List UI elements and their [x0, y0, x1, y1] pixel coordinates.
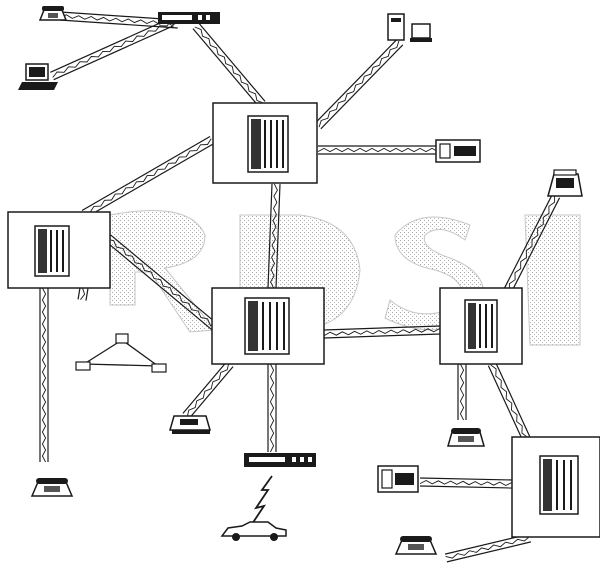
- computer-icon: [387, 13, 432, 42]
- transmission-link: [457, 363, 467, 421]
- transmission-link: [105, 234, 219, 332]
- computer-icon: [18, 63, 58, 90]
- lan-network-icon: [75, 333, 167, 373]
- exchange-cabinet-icon: [539, 455, 579, 515]
- transmission-link: [192, 23, 266, 107]
- telephone-icon: [38, 6, 68, 21]
- transmission-link: [39, 287, 49, 463]
- modem-icon: [244, 453, 316, 467]
- transmission-link: [503, 193, 561, 293]
- exchange-cabinet-icon: [34, 225, 70, 277]
- telephone-icon: [447, 428, 485, 447]
- transmission-link: [444, 533, 532, 563]
- transmission-link: [50, 17, 174, 81]
- fax-icon: [547, 169, 583, 197]
- transmission-link: [77, 287, 89, 301]
- transmission-link: [487, 362, 531, 440]
- switching-centre-top: [212, 102, 318, 184]
- transmission-link: [267, 183, 281, 289]
- exchange-cabinet-icon: [244, 297, 290, 355]
- transmission-link: [419, 477, 513, 489]
- exchange-cabinet-icon: [464, 299, 498, 353]
- fax-icon: [435, 139, 481, 163]
- switching-centre-bottom-right: [511, 436, 600, 538]
- radio-link-icon: [251, 475, 273, 525]
- transmission-link: [182, 361, 234, 419]
- transmission-link: [267, 363, 277, 453]
- transmission-link: [81, 136, 215, 218]
- transmission-link: [317, 145, 439, 155]
- switching-centre-right: [439, 287, 523, 365]
- telephone-icon: [394, 536, 438, 555]
- car-icon: [220, 521, 287, 541]
- modem-icon: [158, 12, 220, 24]
- telephone-icon: [30, 478, 74, 497]
- fax-icon: [377, 465, 419, 493]
- transmission-link: [323, 325, 441, 339]
- links-layer: [39, 11, 561, 563]
- exchange-cabinet-icon: [247, 115, 289, 173]
- fax-icon: [169, 415, 211, 434]
- transmission-link: [314, 38, 404, 130]
- switching-centre-left: [7, 211, 111, 289]
- switching-centre-center: [211, 287, 325, 365]
